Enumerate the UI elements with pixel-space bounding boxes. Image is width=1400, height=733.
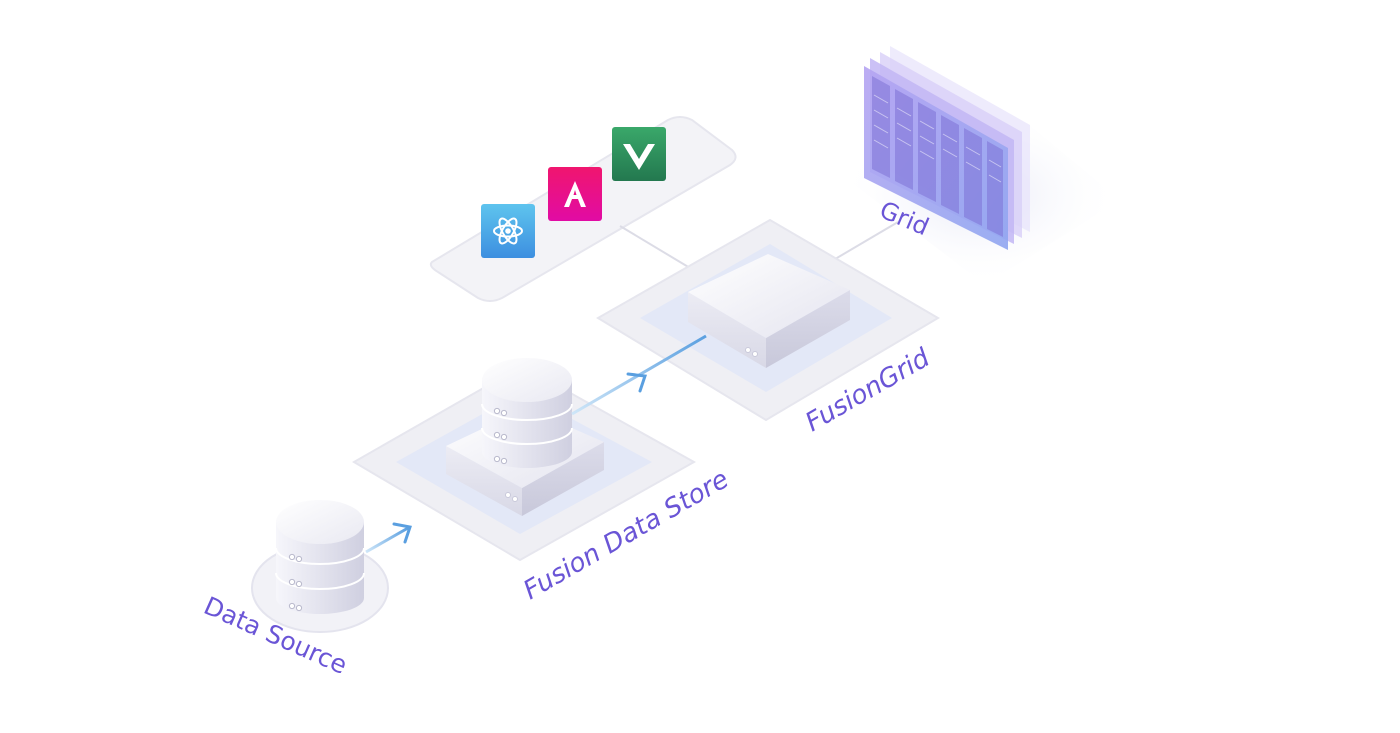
flow-arrow-store-to-grid (571, 334, 707, 416)
grid-visual (838, 46, 1120, 285)
flow-arrow-source-to-store (365, 522, 412, 554)
react-icon (481, 204, 535, 258)
data-source-database-icon (275, 500, 365, 614)
angular-icon (548, 167, 602, 221)
fusion-data-store-database-icon (481, 358, 573, 468)
fusion-grid-server (688, 254, 850, 368)
vue-icon (612, 127, 666, 181)
